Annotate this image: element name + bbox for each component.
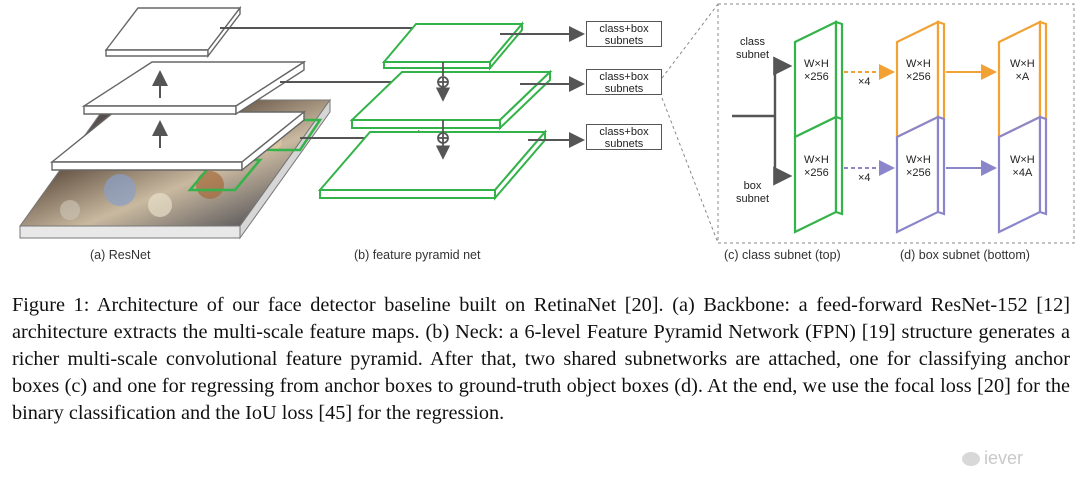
label-box-subnet: (d) box subnet (bottom) (900, 248, 1030, 262)
resnet-layers (50, 5, 307, 172)
box-map-1: W×H×256 (804, 154, 829, 179)
box-map-2: W×H×256 (906, 154, 931, 179)
class-map-3: W×H×A (1010, 58, 1035, 83)
box-map-3: W×H×4A (1010, 154, 1035, 179)
watermark: iever (962, 448, 1023, 469)
times4-class: ×4 (858, 76, 871, 88)
box-branch-maps (793, 115, 1048, 234)
label-class-subnet: (c) class subnet (top) (724, 248, 841, 262)
class-map-2: W×H×256 (906, 58, 931, 83)
label-fpn: (b) feature pyramid net (354, 248, 481, 262)
class-map-1: W×H×256 (804, 58, 829, 83)
times4-box: ×4 (858, 172, 871, 184)
figure-caption: Figure 1: Architecture of our face detec… (12, 294, 1070, 424)
architecture-figure: (a) ResNet (b) feature pyramid net (c) c… (19, 3, 1075, 262)
figure-graphics (19, 3, 1075, 244)
label-resnet: (a) ResNet (90, 248, 151, 262)
wechat-icon (962, 452, 980, 467)
fpn-layers (317, 21, 553, 201)
